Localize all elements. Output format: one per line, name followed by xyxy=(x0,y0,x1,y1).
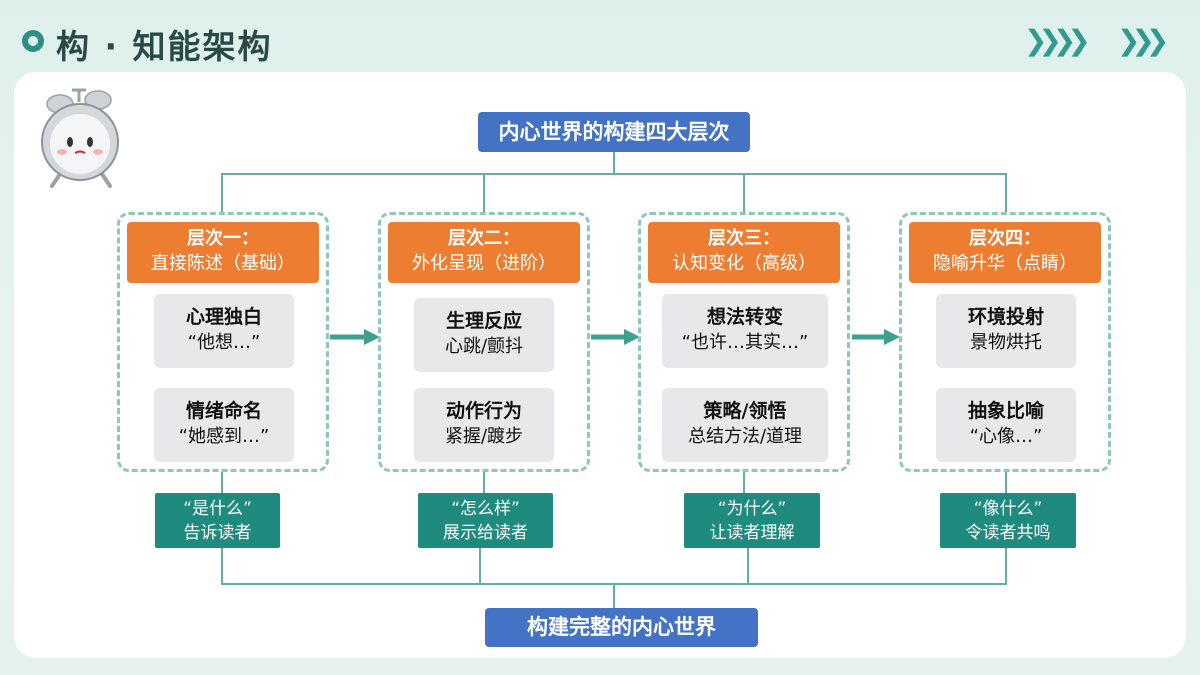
bottom-banner: 构建完整的内心世界 xyxy=(485,608,758,647)
level-1-header: 层次一： 直接陈述（基础） xyxy=(127,222,319,283)
level-4-item-2: 抽象比喻 “心像…” xyxy=(936,388,1076,462)
page-title: 构 · 知能架构 xyxy=(56,27,273,66)
level-3-header: 层次三： 认知变化（高级） xyxy=(648,222,840,283)
level-4-header: 层次四： 隐喻升华（点睛） xyxy=(909,222,1101,283)
alarm-clock-mascot-icon xyxy=(41,88,119,188)
arrow-right-icon xyxy=(852,329,900,345)
title-bullet-icon xyxy=(22,30,44,52)
level-4-item-1: 环境投射 景物烘托 xyxy=(936,294,1076,368)
level-3-summary: “为什么” 让读者理解 xyxy=(684,493,820,548)
arrow-down-icon xyxy=(218,368,1012,392)
arrow-right-icon xyxy=(330,329,380,345)
level-1-item-2: 情绪命名 “她感到…” xyxy=(154,388,294,462)
level-2-header: 层次二： 外化呈现（进阶） xyxy=(388,222,580,283)
header: 构 · 知能架构 ❯❯❯❯ ❯❯❯ xyxy=(0,0,1200,80)
level-3-item-1: 想法转变 “也许…其实…” xyxy=(662,294,828,368)
level-3-item-2: 策略/领悟 总结方法/道理 xyxy=(662,388,828,462)
arrow-right-icon xyxy=(591,329,640,345)
level-4-summary: “像什么” 令读者共鸣 xyxy=(940,493,1076,548)
level-1-item-1: 心理独白 “他想…” xyxy=(154,294,294,368)
level-2-item-1: 生理反应 心跳/颤抖 xyxy=(414,298,554,372)
level-2-summary: “怎么样” 展示给读者 xyxy=(418,493,553,548)
chevrons-right-icon: ❯❯❯❯ xyxy=(1024,24,1091,57)
top-banner: 内心世界的构建四大层次 xyxy=(478,112,750,152)
level-2-item-2: 动作行为 紧握/踱步 xyxy=(414,388,554,462)
level-1-summary: “是什么” 告诉读者 xyxy=(155,493,280,548)
